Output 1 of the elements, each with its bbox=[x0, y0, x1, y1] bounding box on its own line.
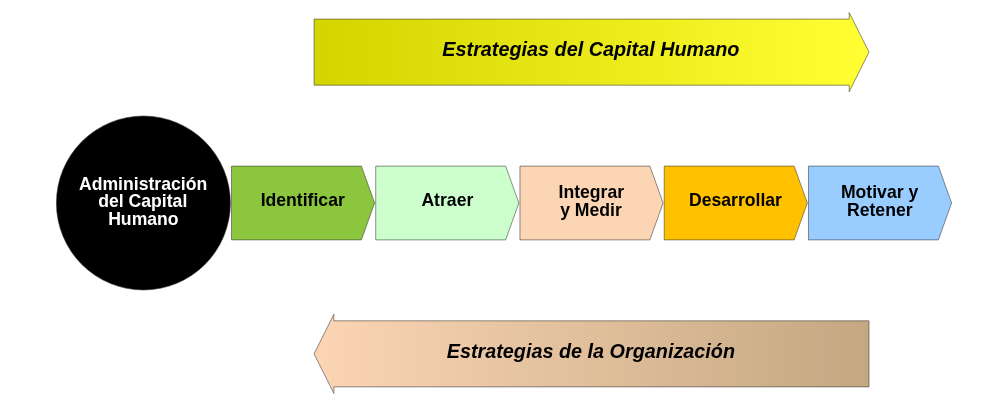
node-circle: Administración del Capital Humano bbox=[55, 115, 231, 291]
